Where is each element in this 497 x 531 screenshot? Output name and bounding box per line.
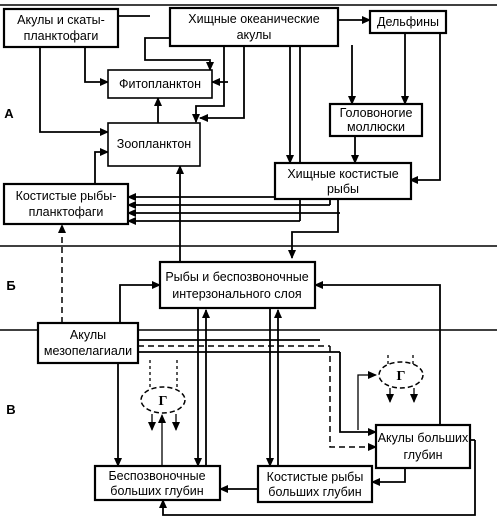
g-marker-right: Г	[378, 361, 424, 389]
node-zooplankton: Зоопланктон	[107, 122, 201, 167]
node-predatory-sharks: Хищные океанические акулы	[168, 6, 340, 48]
node-deep-invertebrates-line-2: больших глубин	[110, 484, 203, 498]
node-bony-plankton-line-2: планктофаги	[29, 205, 104, 219]
g-marker-left-letter: Г	[159, 394, 168, 409]
node-interzonal-line-2: интерзонального слоя	[172, 287, 301, 301]
node-deep-sharks-line-1: Акулы больших	[378, 431, 469, 445]
node-mesopelagic-sharks: Акулы мезопелагиали	[36, 321, 140, 365]
node-sharks-plankton-line-1: Акулы и скаты-	[17, 13, 105, 27]
connectors	[39, 15, 476, 516]
g-marker-left: Г	[140, 386, 186, 414]
node-cephalopods: Головоногие моллюски	[328, 102, 424, 138]
node-mesopelagic-sharks-line-1: Акулы	[70, 328, 106, 342]
node-sharks-plankton: Акулы и скаты- планктофаги	[2, 7, 120, 49]
node-predatory-bony-line-1: Хищные костистые	[287, 167, 398, 181]
node-cephalopods-line-2: моллюски	[347, 120, 405, 134]
node-dolphins: Дельфины	[368, 9, 448, 35]
node-zooplankton-line-1: Зоопланктон	[117, 137, 192, 151]
node-interzonal: Рыбы и беспозвоночные интерзонального сл…	[158, 260, 317, 310]
node-mesopelagic-sharks-line-2: мезопелагиали	[44, 344, 132, 358]
node-bony-plankton-line-1: Костистые рыбы-	[16, 189, 117, 203]
g-marker-right-letter: Г	[397, 369, 406, 384]
zone-label-c: В	[6, 402, 15, 417]
node-deep-sharks: Акулы больших глубин	[374, 423, 472, 470]
zone-label-a: А	[4, 106, 14, 121]
node-bony-plankton: Костистые рыбы- планктофаги	[2, 182, 130, 226]
node-deep-bony: Костистые рыбы больших глубин	[256, 464, 374, 504]
node-cephalopods-line-1: Головоногие	[340, 106, 413, 120]
node-phytoplankton-line-1: Фитопланктон	[119, 77, 201, 91]
node-deep-sharks-line-2: глубин	[403, 448, 442, 462]
node-phytoplankton: Фитопланктон	[107, 69, 213, 99]
node-deep-invertebrates-line-1: Беспозвоночные	[108, 469, 205, 483]
node-interzonal-line-1: Рыбы и беспозвоночные	[165, 270, 308, 284]
node-deep-bony-line-1: Костистые рыбы	[267, 470, 364, 484]
node-sharks-plankton-line-2: планктофаги	[24, 29, 99, 43]
node-deep-bony-line-2: больших глубин	[268, 485, 361, 499]
node-dolphins-line-1: Дельфины	[377, 15, 439, 29]
node-predatory-sharks-line-2: акулы	[237, 28, 272, 42]
node-deep-invertebrates: Беспозвоночные больших глубин	[93, 464, 222, 502]
node-predatory-sharks-line-1: Хищные океанические	[188, 12, 319, 26]
zone-label-b: Б	[6, 278, 15, 293]
node-predatory-bony-line-2: рыбы	[327, 182, 359, 196]
node-predatory-bony: Хищные костистые рыбы	[273, 161, 413, 201]
